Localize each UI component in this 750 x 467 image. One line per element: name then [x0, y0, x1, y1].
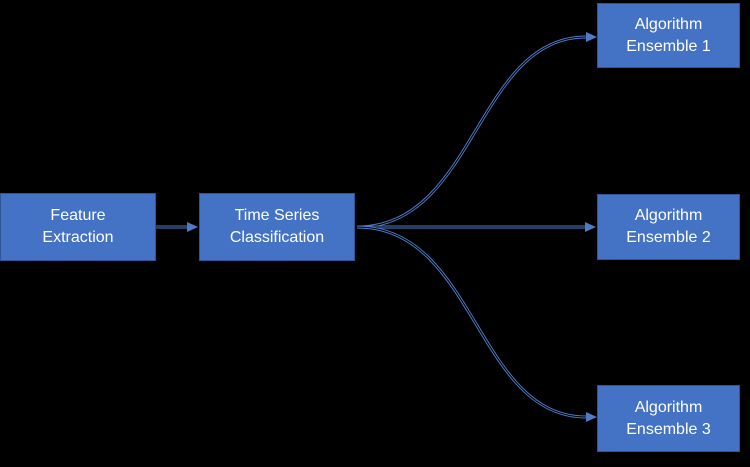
edge-classification-to-ensemble-3-core: [356, 226, 587, 418]
node-label-line: Ensemble 3: [626, 420, 711, 438]
node-algorithm-ensemble-2: Algorithm Ensemble 2: [597, 194, 740, 260]
node-label-line: Ensemble 1: [626, 37, 711, 55]
arrowhead-to-ensemble-1: [586, 32, 597, 42]
node-label-line: Algorithm: [634, 15, 703, 33]
edge-classification-to-ensemble-1: [356, 35, 587, 229]
node-time-series-classification: Time Series Classification: [199, 193, 355, 261]
node-label-line: Time Series: [234, 207, 320, 224]
node-label-line: Algorithm: [634, 398, 703, 416]
node-label-line: Extraction: [42, 229, 114, 246]
node-algorithm-ensemble-3: Algorithm Ensemble 3: [597, 385, 740, 452]
node-label-line: Algorithm: [634, 207, 703, 224]
arrowhead-to-ensemble-2: [585, 222, 596, 232]
node-feature-extraction: Feature Extraction: [0, 193, 156, 261]
node-label-line: Ensemble 2: [626, 229, 711, 246]
node-label-line: Classification: [229, 229, 325, 246]
arrowhead-to-classification: [187, 222, 198, 232]
arrowhead-to-ensemble-3: [586, 412, 597, 422]
edge-classification-to-ensemble-3: [356, 225, 587, 419]
edge-classification-to-ensemble-1-core: [356, 36, 587, 228]
node-algorithm-ensemble-1: Algorithm Ensemble 1: [597, 3, 740, 68]
node-label-line: Feature: [50, 207, 106, 224]
